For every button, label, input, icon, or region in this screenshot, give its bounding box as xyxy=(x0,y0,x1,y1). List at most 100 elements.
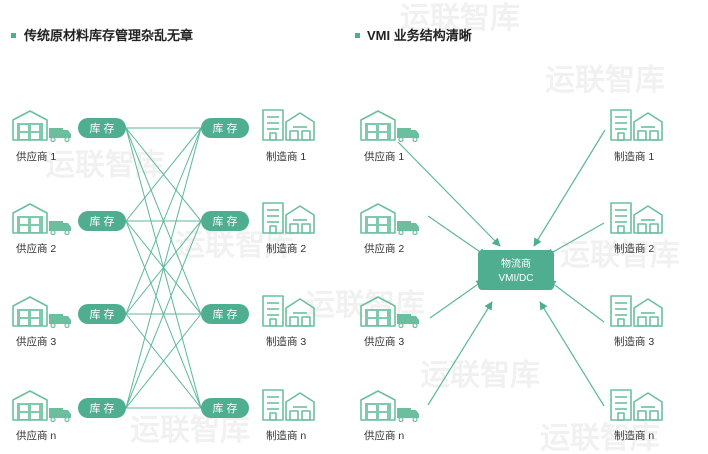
truck-cab-icon xyxy=(63,223,71,231)
truck-wheel-icon xyxy=(50,136,56,143)
warehouse-roof-icon xyxy=(360,203,396,234)
supplier-to-hub-arrow xyxy=(429,279,485,319)
diagram-nodes: 供应商 1库 存库 存制造商 1供应商 2库 存库 存制造商 2供应商 3库 存… xyxy=(12,109,663,442)
manufacturer-label: 制造商 n xyxy=(266,429,306,442)
left-title-bullet xyxy=(11,33,16,38)
warehouse-window-icon xyxy=(20,218,28,224)
warehouse-window-icon xyxy=(379,413,387,419)
truck-wheel-icon xyxy=(412,229,418,236)
supplier-label: 供应商 n xyxy=(364,429,404,442)
inventory-node: 库 存 xyxy=(78,304,126,324)
house-door-icon xyxy=(301,410,311,421)
warehouse-window-icon xyxy=(379,311,387,317)
truck-cargo-icon xyxy=(49,221,63,231)
house-door-icon xyxy=(649,316,659,327)
supplier-label: 供应商 2 xyxy=(16,242,56,255)
truck-cab-icon xyxy=(63,410,71,418)
warehouse-truck-icon xyxy=(12,390,71,423)
warehouse-truck-icon xyxy=(12,203,71,236)
inventory-pill xyxy=(201,304,249,324)
warehouse-window-icon xyxy=(31,319,39,325)
warehouse-truck-icon xyxy=(360,203,419,236)
building-door-icon xyxy=(617,225,625,234)
inventory-node: 库 存 xyxy=(78,398,126,418)
supplier-label: 供应商 2 xyxy=(364,242,404,255)
inventory-node: 库 存 xyxy=(78,118,126,138)
house-door-icon xyxy=(649,130,659,141)
inventory-pill xyxy=(78,304,126,324)
warehouse-window-icon xyxy=(20,125,28,131)
inventory-node: 库 存 xyxy=(78,211,126,231)
warehouse-roof-icon xyxy=(12,296,48,327)
truck-cab-icon xyxy=(411,410,419,418)
house-door-icon xyxy=(637,316,647,327)
warehouse-window-icon xyxy=(379,319,387,325)
building-tower-icon xyxy=(610,295,632,327)
warehouse-roof-icon xyxy=(12,203,48,234)
warehouse-window-icon xyxy=(31,218,39,224)
watermark-text: 运联智库 xyxy=(545,64,665,97)
inventory-connection-line xyxy=(125,220,202,409)
vmi-hub-line2: VMI/DC xyxy=(499,273,534,284)
building-tower-icon xyxy=(262,109,284,141)
warehouse-truck-icon xyxy=(12,110,71,143)
inventory-label: 库 存 xyxy=(89,214,114,228)
factory-building-icon xyxy=(610,109,663,141)
right-panel-title: VMI 业务结构清晰 xyxy=(367,28,472,43)
building-door-icon xyxy=(617,412,625,421)
truck-wheel-icon xyxy=(64,416,70,423)
warehouse-roof-icon xyxy=(12,390,48,421)
truck-wheel-icon xyxy=(412,136,418,143)
truck-wheel-icon xyxy=(64,322,70,329)
truck-cab-icon xyxy=(63,130,71,138)
inventory-pill xyxy=(201,398,249,418)
factory-building-icon xyxy=(262,295,315,327)
warehouse-truck-icon xyxy=(360,296,419,329)
house-door-icon xyxy=(637,130,647,141)
inventory-node: 库 存 xyxy=(201,211,249,231)
warehouse-window-icon xyxy=(368,405,376,411)
manufacturer-to-hub-arrow xyxy=(533,129,606,247)
truck-wheel-icon xyxy=(64,136,70,143)
warehouse-truck-icon xyxy=(360,110,419,143)
inventory-label: 库 存 xyxy=(212,307,237,321)
building-door-icon xyxy=(269,225,277,234)
house-door-icon xyxy=(289,223,299,234)
factory-building-icon xyxy=(610,295,663,327)
building-tower-icon xyxy=(262,389,284,421)
manufacturer-label: 制造商 2 xyxy=(614,242,654,255)
truck-wheel-icon xyxy=(50,416,56,423)
watermark-layer: 运联智库 运联智库 运联智库 运联智库 运联智库 运联智库 运联智库 运联智库 … xyxy=(45,2,680,454)
warehouse-window-icon xyxy=(368,319,376,325)
watermark-text: 运联智库 xyxy=(130,414,250,447)
supplier-label: 供应商 3 xyxy=(16,335,56,348)
truck-cargo-icon xyxy=(49,314,63,324)
truck-cab-icon xyxy=(63,316,71,324)
truck-wheel-icon xyxy=(398,229,404,236)
warehouse-window-icon xyxy=(368,413,376,419)
manufacturer-label: 制造商 3 xyxy=(614,335,654,348)
truck-wheel-icon xyxy=(412,322,418,329)
warehouse-window-icon xyxy=(379,405,387,411)
truck-wheel-icon xyxy=(50,229,56,236)
inventory-node: 库 存 xyxy=(201,304,249,324)
warehouse-roof-icon xyxy=(360,390,396,421)
house-door-icon xyxy=(301,223,311,234)
inventory-pill xyxy=(78,211,126,231)
warehouse-window-icon xyxy=(20,311,28,317)
truck-wheel-icon xyxy=(64,229,70,236)
warehouse-window-icon xyxy=(368,133,376,139)
inventory-connection-line xyxy=(125,127,202,315)
warehouse-roof-icon xyxy=(360,296,396,327)
warehouse-window-icon xyxy=(31,405,39,411)
factory-building-icon xyxy=(610,389,663,421)
truck-cargo-icon xyxy=(397,221,411,231)
warehouse-window-icon xyxy=(20,319,28,325)
house-door-icon xyxy=(301,130,311,141)
inventory-pill xyxy=(201,118,249,138)
house-door-icon xyxy=(637,410,647,421)
truck-wheel-icon xyxy=(398,136,404,143)
factory-building-icon xyxy=(262,109,315,141)
watermark-text: 运联智库 xyxy=(560,239,680,272)
